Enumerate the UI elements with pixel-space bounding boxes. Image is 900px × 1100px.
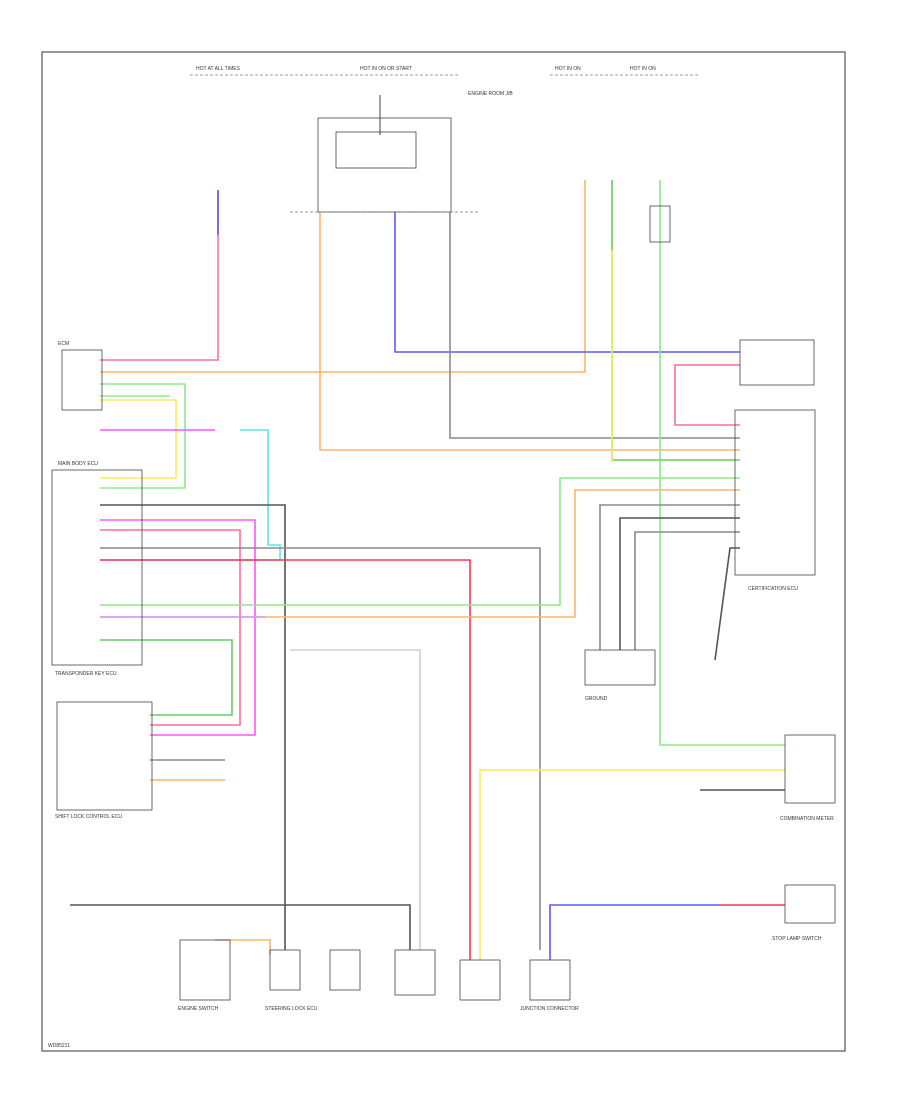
bottom-box-2 <box>269 949 301 991</box>
label-steering-lock: STEERING LOCK ECU <box>265 1006 318 1012</box>
wire-blue-25 <box>549 904 720 960</box>
footer-code: WD85211 <box>48 1043 70 1049</box>
wire-lightgreen-16 <box>100 477 740 606</box>
label-cert-ecu: CERTIFICATION ECU <box>748 586 798 592</box>
wire-gray-34 <box>634 531 740 650</box>
label-top-fuse-4: HOT IN ON <box>630 66 656 72</box>
label-combination-meter: COMBINATION METER <box>780 816 834 822</box>
cert-ecu-connector <box>734 409 816 576</box>
label-stop-lamp: STOP LAMP SWITCH <box>772 936 822 942</box>
transponder-ecu <box>56 701 153 811</box>
wire-magenta-12 <box>100 519 256 736</box>
wire-black-35 <box>714 547 740 661</box>
wire-cyan-10 <box>100 429 281 561</box>
text-labels: HOT AT ALL TIMES HOT IN ON OR START HOT … <box>48 66 834 1049</box>
relay-switch <box>335 131 417 169</box>
shift-lock-ecu <box>784 734 836 804</box>
ecm-connector-left <box>61 349 103 411</box>
label-engine-room-jb: ENGINE ROOM J/B <box>468 91 513 97</box>
label-junction: JUNCTION CONNECTOR <box>520 1006 579 1012</box>
bottom-box-5 <box>459 959 501 1001</box>
wire-green-18 <box>100 639 233 716</box>
label-ecm: ECM <box>58 341 69 347</box>
wire-black-11 <box>100 504 286 950</box>
bottom-box-6 <box>529 959 571 1001</box>
wire-lightgreen-2 <box>100 383 186 489</box>
bottom-box-1 <box>179 939 231 1001</box>
wire-gray-14 <box>100 547 541 950</box>
wire-orange-17 <box>100 489 740 618</box>
component-layer <box>51 74 836 1001</box>
engine-room-relay-box <box>317 117 452 213</box>
wire-gray-8 <box>449 212 740 439</box>
wire-yellow-4 <box>100 399 177 479</box>
label-top-fuse-3: HOT IN ON <box>555 66 581 72</box>
wire-pink-31 <box>674 364 740 426</box>
wire-gray-32 <box>599 504 740 650</box>
wire-orange-1 <box>100 180 586 373</box>
bottom-box-4 <box>394 949 436 996</box>
label-engine-switch: ENGINE SWITCH <box>178 1006 219 1012</box>
main-body-ecu-block <box>51 469 143 666</box>
ground-block <box>584 649 656 686</box>
label-ground: GROUND <box>585 696 608 702</box>
label-main-body-ecu: MAIN BODY ECU <box>58 461 98 467</box>
wire-lightgray-21 <box>290 649 421 950</box>
stop-lamp-box <box>784 884 836 924</box>
wire-layer <box>70 95 785 960</box>
wire-blue-7 <box>394 212 740 353</box>
wire-orange-28 <box>215 939 271 955</box>
wire-pink-0 <box>100 190 219 361</box>
wire-pink-13 <box>100 529 241 726</box>
diagram-frame <box>41 51 846 1052</box>
label-top-fuse-1: HOT AT ALL TIMES <box>196 66 241 72</box>
wire-orange-6 <box>319 212 740 451</box>
wire-yellow-23 <box>479 769 785 960</box>
fuse-box-right <box>649 205 671 243</box>
wire-red-15 <box>100 559 471 960</box>
wire-green-29 <box>611 180 740 461</box>
wire-lightgreen-22 <box>659 180 785 746</box>
wire-black-27 <box>70 904 411 950</box>
ecm-connector-right <box>739 339 815 386</box>
label-transponder: TRANSPONDER KEY ECU <box>55 671 117 677</box>
label-shift-lock: SHIFT LOCK CONTROL ECU <box>55 814 122 820</box>
label-top-fuse-2: HOT IN ON OR START <box>360 66 412 72</box>
bottom-box-3 <box>329 949 361 991</box>
wire-black-33 <box>619 517 740 650</box>
